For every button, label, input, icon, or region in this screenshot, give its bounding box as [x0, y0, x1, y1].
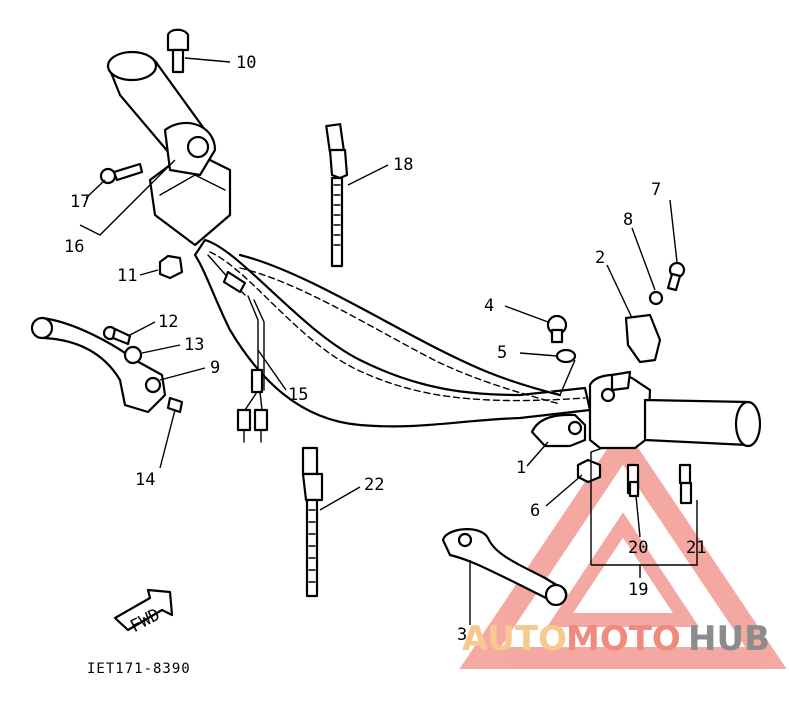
callout-12: 12 [158, 312, 178, 332]
bolt-7 [666, 261, 686, 292]
lever-9 [30, 316, 167, 414]
fwd-arrow: FWD [113, 588, 174, 637]
lever-holder-1 [530, 413, 587, 448]
watermark-hub: HUB [688, 619, 770, 659]
callout-16: 16 [64, 237, 84, 257]
cable-tie-22 [301, 446, 324, 598]
callout-19: 19 [628, 580, 648, 600]
nut-13 [123, 345, 143, 365]
callout-7: 7 [651, 180, 661, 200]
callout-13: 13 [184, 335, 204, 355]
drawing-code: IET171-8390 [87, 661, 191, 677]
screw-20 [626, 463, 640, 498]
leader-lines [79, 57, 698, 625]
callout-17: 17 [70, 192, 90, 212]
callout-2: 2 [595, 248, 605, 268]
nut-11 [158, 254, 184, 280]
callout-10: 10 [236, 53, 256, 73]
screw-17 [99, 162, 144, 185]
callout-14: 14 [135, 470, 155, 490]
callout-1: 1 [516, 458, 526, 478]
watermark-logo: AUTO MOTO HUB [462, 619, 770, 659]
callout-6: 6 [530, 501, 540, 521]
callout-22: 22 [364, 475, 384, 495]
callout-20: 20 [628, 538, 648, 558]
right-grip [643, 398, 762, 448]
callout-4: 4 [484, 296, 494, 316]
callout-11: 11 [117, 266, 137, 286]
callout-9: 9 [210, 358, 220, 378]
watermark-auto: AUTO [462, 619, 567, 659]
screw-21 [678, 463, 693, 505]
bolt-4 [546, 314, 568, 344]
washer-5 [555, 348, 577, 364]
callout-5: 5 [497, 343, 507, 363]
lever-3 [441, 528, 568, 607]
callouts: 10 18 17 16 11 12 13 9 14 15 22 7 8 2 4 … [64, 53, 706, 645]
handlebar [193, 238, 592, 428]
pin-14 [166, 396, 184, 414]
callout-18: 18 [393, 155, 413, 175]
callout-15: 15 [288, 385, 308, 405]
bolt-12 [102, 325, 132, 346]
watermark-moto: MOTO [566, 619, 681, 659]
bracket-2 [624, 313, 662, 364]
bolt-10 [166, 28, 190, 74]
left-switch-assembly [148, 121, 232, 247]
callout-21: 21 [686, 538, 706, 558]
watermark-triangle [459, 425, 787, 669]
washer-8 [648, 290, 664, 306]
wire-harness-15 [207, 254, 269, 443]
callout-3: 3 [457, 625, 467, 645]
nut-6 [576, 458, 602, 484]
right-switch-assembly [588, 370, 652, 450]
cable-tie-18 [325, 123, 349, 268]
callout-8: 8 [623, 210, 633, 230]
